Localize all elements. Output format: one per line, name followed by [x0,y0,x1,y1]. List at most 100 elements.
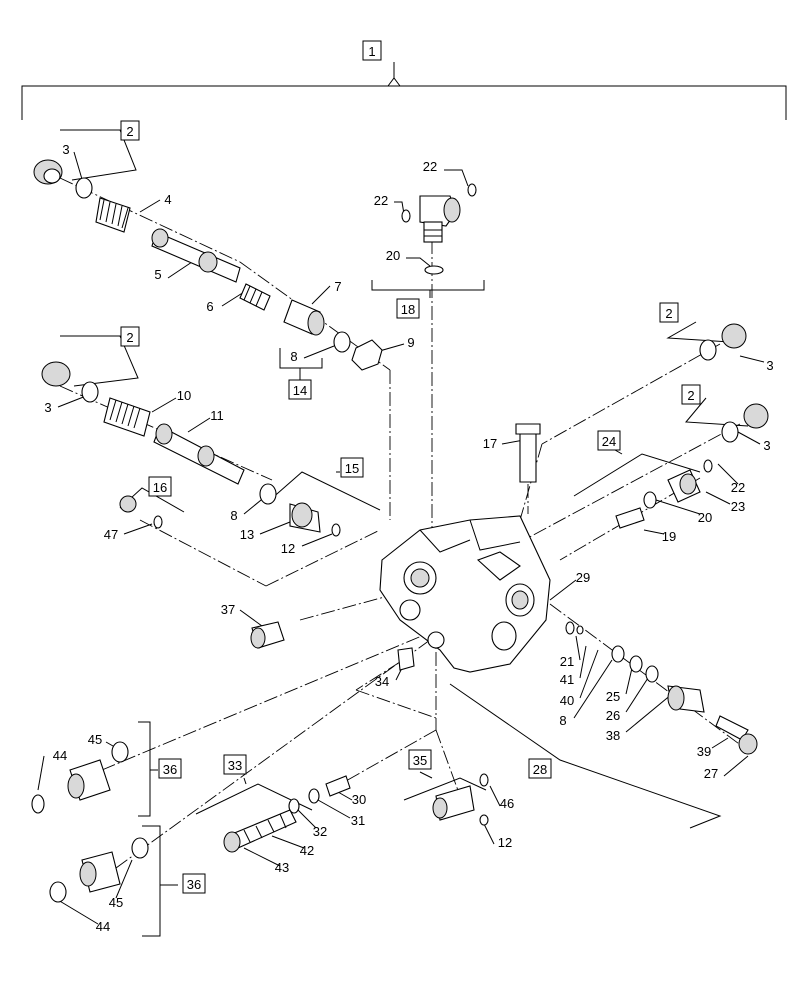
callout-box [681,384,701,405]
callout-c6: 6 [206,299,213,314]
callout-c13: 13 [240,527,254,542]
callout-box [659,302,679,323]
callout-c15: 15 [340,457,364,478]
callout-box [120,326,140,347]
callout-c43: 43 [275,860,289,875]
callout-c8a: 8 [290,349,297,364]
callout-c1: 1 [362,40,382,61]
lower-parts [31,621,758,903]
plug-part-34 [397,647,415,671]
callout-number: 40 [560,693,574,708]
callout-c12b: 12 [498,835,512,850]
callout-c38: 38 [606,728,620,743]
callout-number: 1 [368,44,375,59]
callout-box [396,298,420,319]
callout-c19: 19 [662,529,676,544]
callout-c11: 11 [210,408,224,423]
callout-number: 36 [187,877,201,892]
callout-box [158,758,182,779]
callout-number: 33 [228,758,242,773]
callout-number: 17 [483,436,497,451]
callout-number: 2 [687,388,694,403]
callout-number: 23 [731,499,745,514]
callout-c9: 9 [407,335,414,350]
callout-number: 8 [290,349,297,364]
callout-c22a: 22 [423,159,437,174]
callout-number: 10 [177,388,191,403]
callout-number: 22 [374,193,388,208]
callout-c2b: 2 [120,326,140,347]
callout-c10: 10 [177,388,191,403]
callout-c3b: 3 [44,400,51,415]
callout-number: 3 [62,142,69,157]
callout-number: 18 [401,302,415,317]
pin-part-19 [615,507,645,529]
callout-number: 38 [606,728,620,743]
callout-c5: 5 [154,267,161,282]
callout-box [120,120,140,141]
callout-number: 11 [210,408,224,423]
callout-number: 16 [153,480,167,495]
callout-c20a: 20 [386,248,400,263]
callout-number: 32 [313,824,327,839]
callout-c8c: 8 [559,713,566,728]
callout-number: 2 [126,124,133,139]
callout-c3c: 3 [766,358,773,373]
callout-c30: 30 [352,792,366,807]
callout-c44a: 44 [53,748,67,763]
callout-box [528,758,552,779]
callout-c34: 34 [375,674,389,689]
callout-number: 20 [386,248,400,263]
callout-box [362,40,382,61]
callout-c20b: 20 [698,510,712,525]
callout-c2d: 2 [681,384,701,405]
callout-number: 15 [345,461,359,476]
callout-number: 35 [413,753,427,768]
callout-c22c: 22 [731,480,745,495]
callout-c21: 21 [560,654,574,669]
callout-c22b: 22 [374,193,388,208]
callout-number: 24 [602,434,616,449]
callout-c24: 24 [597,430,621,451]
callout-number: 36 [163,762,177,777]
callout-c14: 14 [288,379,312,400]
plug-part-43 [223,831,241,853]
callout-number: 29 [576,570,590,585]
callout-number: 8 [559,713,566,728]
callout-number: 31 [351,813,365,828]
leader-lines [37,129,765,937]
callout-number: 22 [423,159,437,174]
callout-c42: 42 [300,843,314,858]
callout-box [408,749,432,770]
callout-c29: 29 [576,570,590,585]
callout-number: 4 [164,192,171,207]
callout-number: 2 [665,306,672,321]
callout-number: 3 [766,358,773,373]
callout-number: 34 [375,674,389,689]
callout-number: 12 [498,835,512,850]
plug-part-16 [119,495,137,513]
callout-number: 12 [281,541,295,556]
callout-c46: 46 [500,796,514,811]
callout-number: 5 [154,267,161,282]
callout-c25: 25 [606,689,620,704]
callout-number: 47 [104,527,118,542]
callout-c4: 4 [164,192,171,207]
nut-part-9 [351,339,383,371]
callout-box [223,754,247,775]
callout-c16: 16 [148,476,172,497]
callout-number: 3 [763,438,770,453]
callout-box [288,379,312,400]
callout-c41: 41 [560,672,574,687]
callout-box [148,476,172,497]
callout-c18: 18 [396,298,420,319]
callout-number: 14 [293,383,307,398]
oring-part-3a [75,177,93,199]
callout-box [340,457,364,478]
callout-c8b: 8 [230,508,237,523]
callout-c2c: 2 [659,302,679,323]
callout-c31: 31 [351,813,365,828]
callout-number: 20 [698,510,712,525]
